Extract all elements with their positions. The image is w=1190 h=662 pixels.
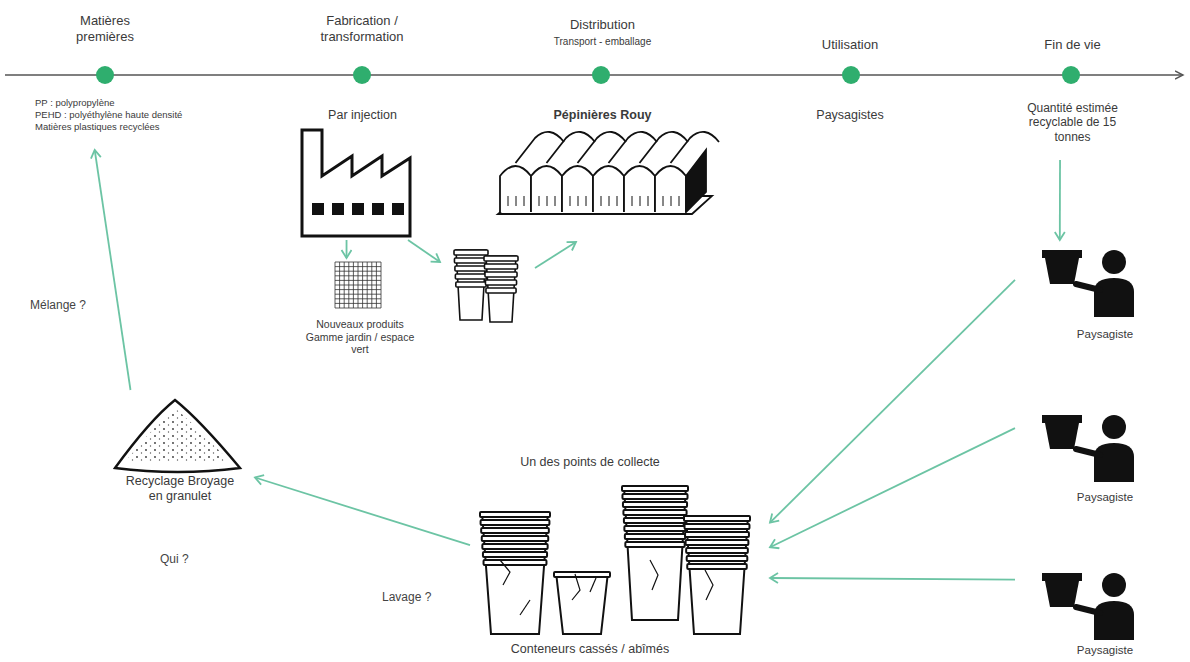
flow-arrow [770, 578, 1015, 580]
recycling-node: Recyclage Broyage en granulet [105, 390, 255, 515]
factory-icon [302, 130, 410, 236]
flow-arrow [535, 242, 576, 268]
node-title: Recyclage Broyage en granulet [120, 474, 240, 504]
stage-node: Fin de vieQuantité estimée recyclable de… [1000, 5, 1145, 160]
node-text: Pépinières Rouy [495, 108, 710, 123]
node-title: Matières premières [60, 13, 150, 44]
node-title: Un des points de collecte [470, 455, 710, 470]
flow-arrow [95, 150, 131, 390]
node-text: Matières plastiques recyclées [35, 121, 200, 132]
stage-node: Matières premièresPP : polypropylènePEHD… [25, 5, 195, 150]
node-title: Distribution [495, 17, 710, 33]
node-title: Paysagiste [1055, 328, 1155, 342]
stage-node: Fabrication / transformationPar injectio… [290, 5, 435, 240]
node-text: Conteneurs cassés / abîmés [470, 642, 710, 657]
collected-pots-icon [480, 486, 750, 634]
edge-label: Lavage ? [380, 590, 433, 604]
grid-icon [335, 262, 381, 308]
flow-arrow [770, 428, 1015, 547]
node-title: Fin de vie [1000, 37, 1145, 53]
node-title: Utilisation [790, 37, 910, 53]
product-node: Nouveaux produits Gamme jardin / espace … [285, 258, 435, 358]
collection-node: Un des points de collecteConteneurs cass… [470, 455, 770, 660]
stage-node: UtilisationPaysagistes [790, 5, 910, 135]
node-title: Paysagiste [1055, 644, 1155, 658]
node-text: Paysagistes [790, 108, 910, 123]
edge-label: Mélange ? [28, 298, 88, 312]
node-text: Transport - emballage [495, 36, 710, 48]
node-text: Quantité estimée recyclable de 15 tonnes [1016, 101, 1129, 144]
flow-arrow [408, 240, 440, 262]
flow-arrow [255, 478, 470, 546]
note-label: Qui ? [160, 552, 189, 566]
stage-node: DistributionTransport - emballagePépiniè… [495, 5, 710, 220]
landscaper-icon [1042, 250, 1134, 640]
node-text: Par injection [290, 108, 435, 123]
node-title: Nouveaux produits Gamme jardin / espace … [305, 318, 415, 356]
pot-stack-icon [454, 250, 518, 322]
flow-arrow [346, 240, 348, 258]
node-text: PEHD : polyéthylène haute densité [35, 109, 200, 120]
node-text: PP : polypropylène [35, 97, 200, 108]
node-title: Fabrication / transformation [307, 13, 417, 44]
landscaper-node: Paysagiste [1015, 240, 1155, 345]
node-title: Paysagiste [1055, 491, 1155, 505]
flow-arrow [1059, 160, 1061, 240]
granulate-pile-icon [115, 400, 240, 472]
flow-arrow [770, 280, 1015, 523]
landscaper-node: Paysagiste [1015, 405, 1155, 510]
greenhouse-icon [498, 132, 719, 214]
landscaper-node: Paysagiste [1015, 565, 1155, 662]
timeline-dots [96, 66, 1080, 84]
